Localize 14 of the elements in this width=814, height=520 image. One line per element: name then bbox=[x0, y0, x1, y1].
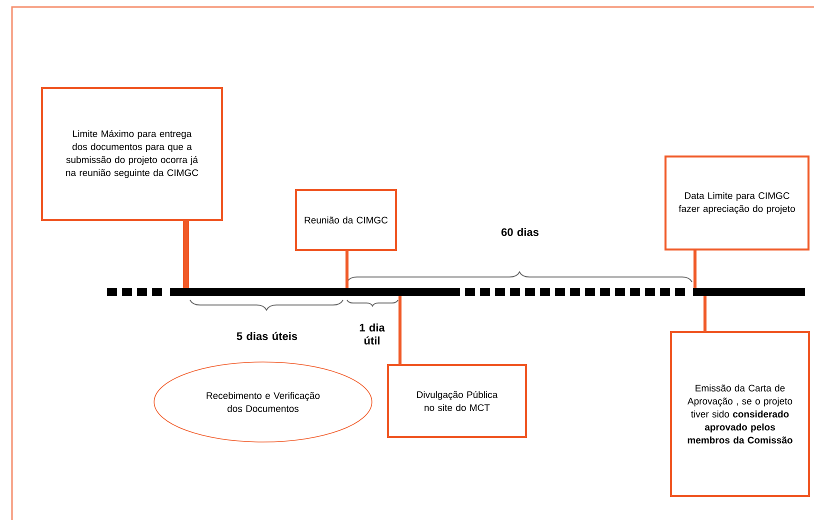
connector-line bbox=[704, 296, 706, 331]
text-box: Emissão da Carta de Aprovação , se o projeto tiver sido considerado aprovado pelos membros da Comissão bbox=[670, 331, 810, 497]
duration-label: 60 dias bbox=[501, 228, 538, 236]
connector-line bbox=[183, 221, 189, 288]
connector-line bbox=[398, 296, 402, 364]
connector-line bbox=[346, 251, 348, 288]
duration-label: 5 dias úteis bbox=[236, 332, 298, 340]
text-box: Data Limite para CIMGC fazer apreciação do projeto bbox=[664, 156, 810, 250]
text-box: Divulgação Pública no site do MCT bbox=[387, 364, 527, 438]
duration-label: 1 dia útil bbox=[360, 323, 385, 345]
text-box: Limite Máximo para entrega dos documentos para que a submissão do projeto ocorra já na reunião seguinte da CIMGC bbox=[41, 87, 223, 221]
text-box: Reunião da CIMGC bbox=[295, 189, 397, 251]
ellipse-node: Recebimento e Verificação dos Documentos bbox=[154, 362, 372, 442]
connector-line bbox=[694, 250, 696, 288]
